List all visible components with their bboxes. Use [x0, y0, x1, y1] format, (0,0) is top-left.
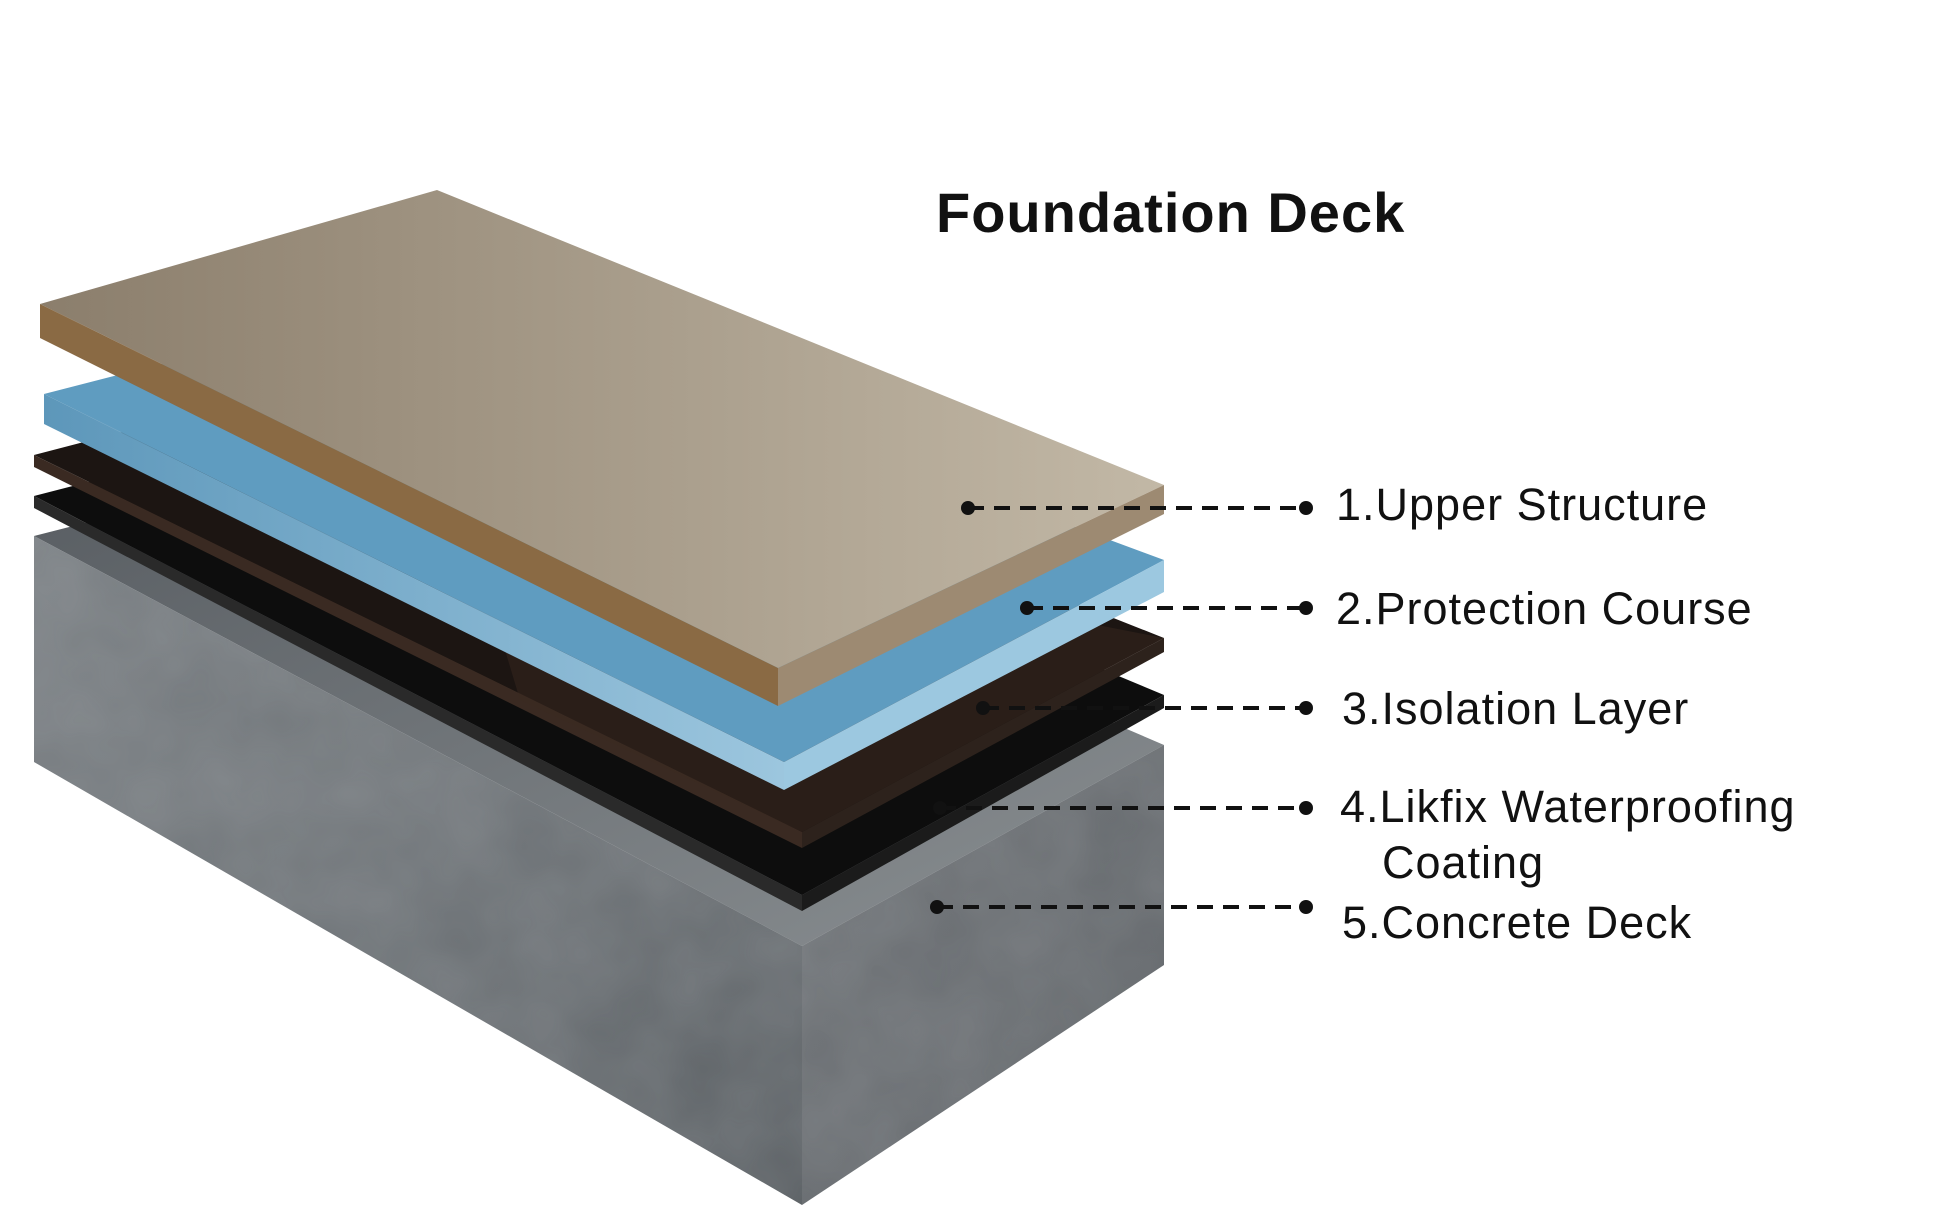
leader-dot-3b [1299, 701, 1313, 715]
label-waterproofing-coating: 4.Likfix Waterproofing [1340, 781, 1796, 832]
leader-dot-4b [1299, 801, 1313, 815]
label-waterproofing-coating-cont: Coating [1382, 837, 1545, 888]
diagram-title: Foundation Deck [936, 181, 1406, 244]
leader-lines [937, 506, 1306, 909]
leader-dots [930, 501, 1313, 914]
label-upper-structure: 1.Upper Structure [1336, 479, 1709, 530]
leader-dot-5b [1299, 900, 1313, 914]
leader-dot-1b [1299, 501, 1313, 515]
leader-dot-2a [1020, 601, 1034, 615]
label-concrete-deck: 5.Concrete Deck [1342, 897, 1693, 948]
leader-dot-5a [930, 900, 944, 914]
leader-dot-1a [961, 501, 975, 515]
label-protection-course: 2.Protection Course [1336, 583, 1753, 634]
leader-dot-2b [1299, 601, 1313, 615]
leader-dot-3a [976, 701, 990, 715]
upper-structure-slab [40, 190, 1164, 706]
leader-dot-4a [933, 801, 947, 815]
label-isolation-layer: 3.Isolation Layer [1342, 683, 1690, 734]
